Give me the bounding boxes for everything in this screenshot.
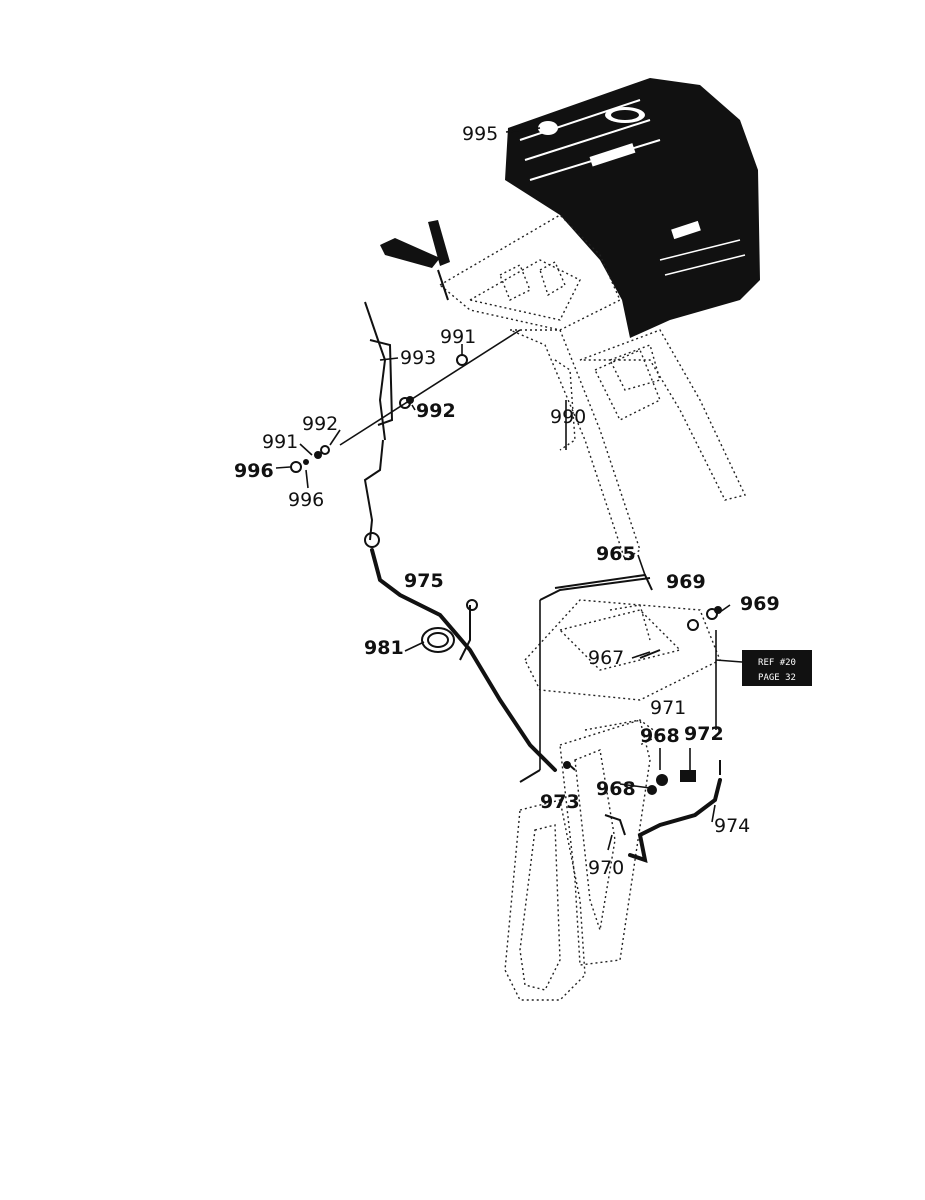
shift-linkage <box>290 301 521 541</box>
label-975: 975 <box>404 570 444 592</box>
engine-shroud <box>505 78 760 338</box>
ref-box: REF #20 PAGE 32 <box>715 650 812 686</box>
label-981: 981 <box>364 637 404 659</box>
label-992-left: 992 <box>302 413 338 435</box>
label-969-right: 969 <box>740 593 780 615</box>
label-968-upper: 968 <box>640 725 680 747</box>
lower-linkage <box>519 760 722 863</box>
chute-assembly <box>504 719 662 1001</box>
label-996-left: 996 <box>234 460 274 482</box>
label-993: 993 <box>400 347 436 369</box>
label-991-left: 991 <box>262 431 298 453</box>
label-967: 967 <box>588 647 624 669</box>
label-968-lower: 968 <box>596 778 636 800</box>
ref-box-line2: PAGE 32 <box>758 673 796 683</box>
label-971: 971 <box>650 697 686 719</box>
label-974: 974 <box>714 815 750 837</box>
cable-975 <box>364 532 557 772</box>
leader-lines <box>275 127 731 851</box>
label-990: 990 <box>550 406 586 428</box>
label-991-upper: 991 <box>440 326 476 348</box>
part-labels: 995 991 993 992 992 991 996 996 990 965 … <box>234 123 780 879</box>
control-levers <box>380 220 450 301</box>
label-972: 972 <box>684 723 724 745</box>
ref-box-line1: REF #20 <box>758 658 796 668</box>
label-995: 995 <box>462 123 498 145</box>
upper-frame <box>438 214 746 562</box>
label-992-right: 992 <box>416 400 456 422</box>
label-970: 970 <box>588 857 624 879</box>
label-973: 973 <box>540 791 580 813</box>
label-996-lower: 996 <box>288 489 324 511</box>
label-965: 965 <box>596 543 636 565</box>
label-969-upper: 969 <box>666 571 706 593</box>
